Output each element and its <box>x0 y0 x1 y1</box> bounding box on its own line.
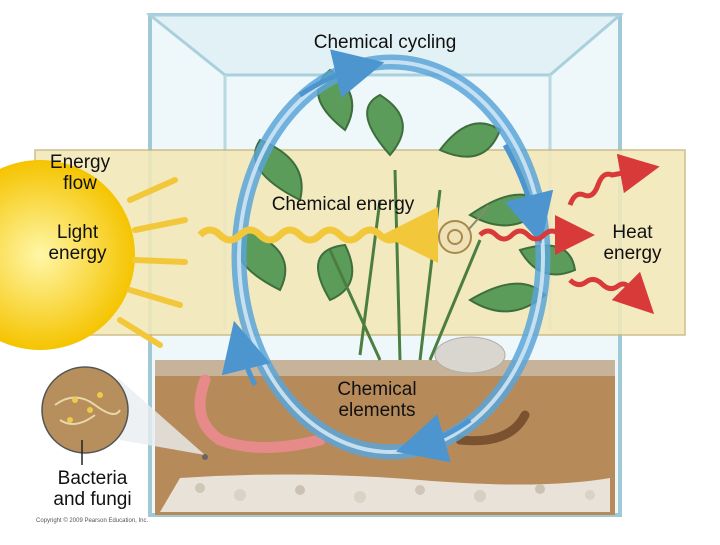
chemical-cycling-loop <box>221 49 554 463</box>
chemical-energy-label: Chemical energy <box>271 194 415 215</box>
light-energy-arrow <box>197 207 438 263</box>
chemical-cycling-label: Chemical cycling <box>313 32 457 53</box>
heat-energy-arrows <box>478 153 660 315</box>
chemical-elements-label: Chemical elements <box>337 379 417 421</box>
bacteria-fungi-inset <box>41 366 208 465</box>
rock <box>434 336 506 374</box>
energy-flow-label: Energy flow <box>49 152 111 194</box>
copyright-text: Copyright © 2009 Pearson Education, Inc. <box>36 518 149 524</box>
earthworm <box>194 374 326 453</box>
heat-energy-label: Heat energy <box>603 222 662 264</box>
worm <box>455 410 530 446</box>
light-energy-label: Light energy <box>48 222 107 264</box>
sun <box>0 160 188 350</box>
snail <box>438 204 489 254</box>
bacteria-fungi-label: Bacteria and fungi <box>53 468 132 510</box>
